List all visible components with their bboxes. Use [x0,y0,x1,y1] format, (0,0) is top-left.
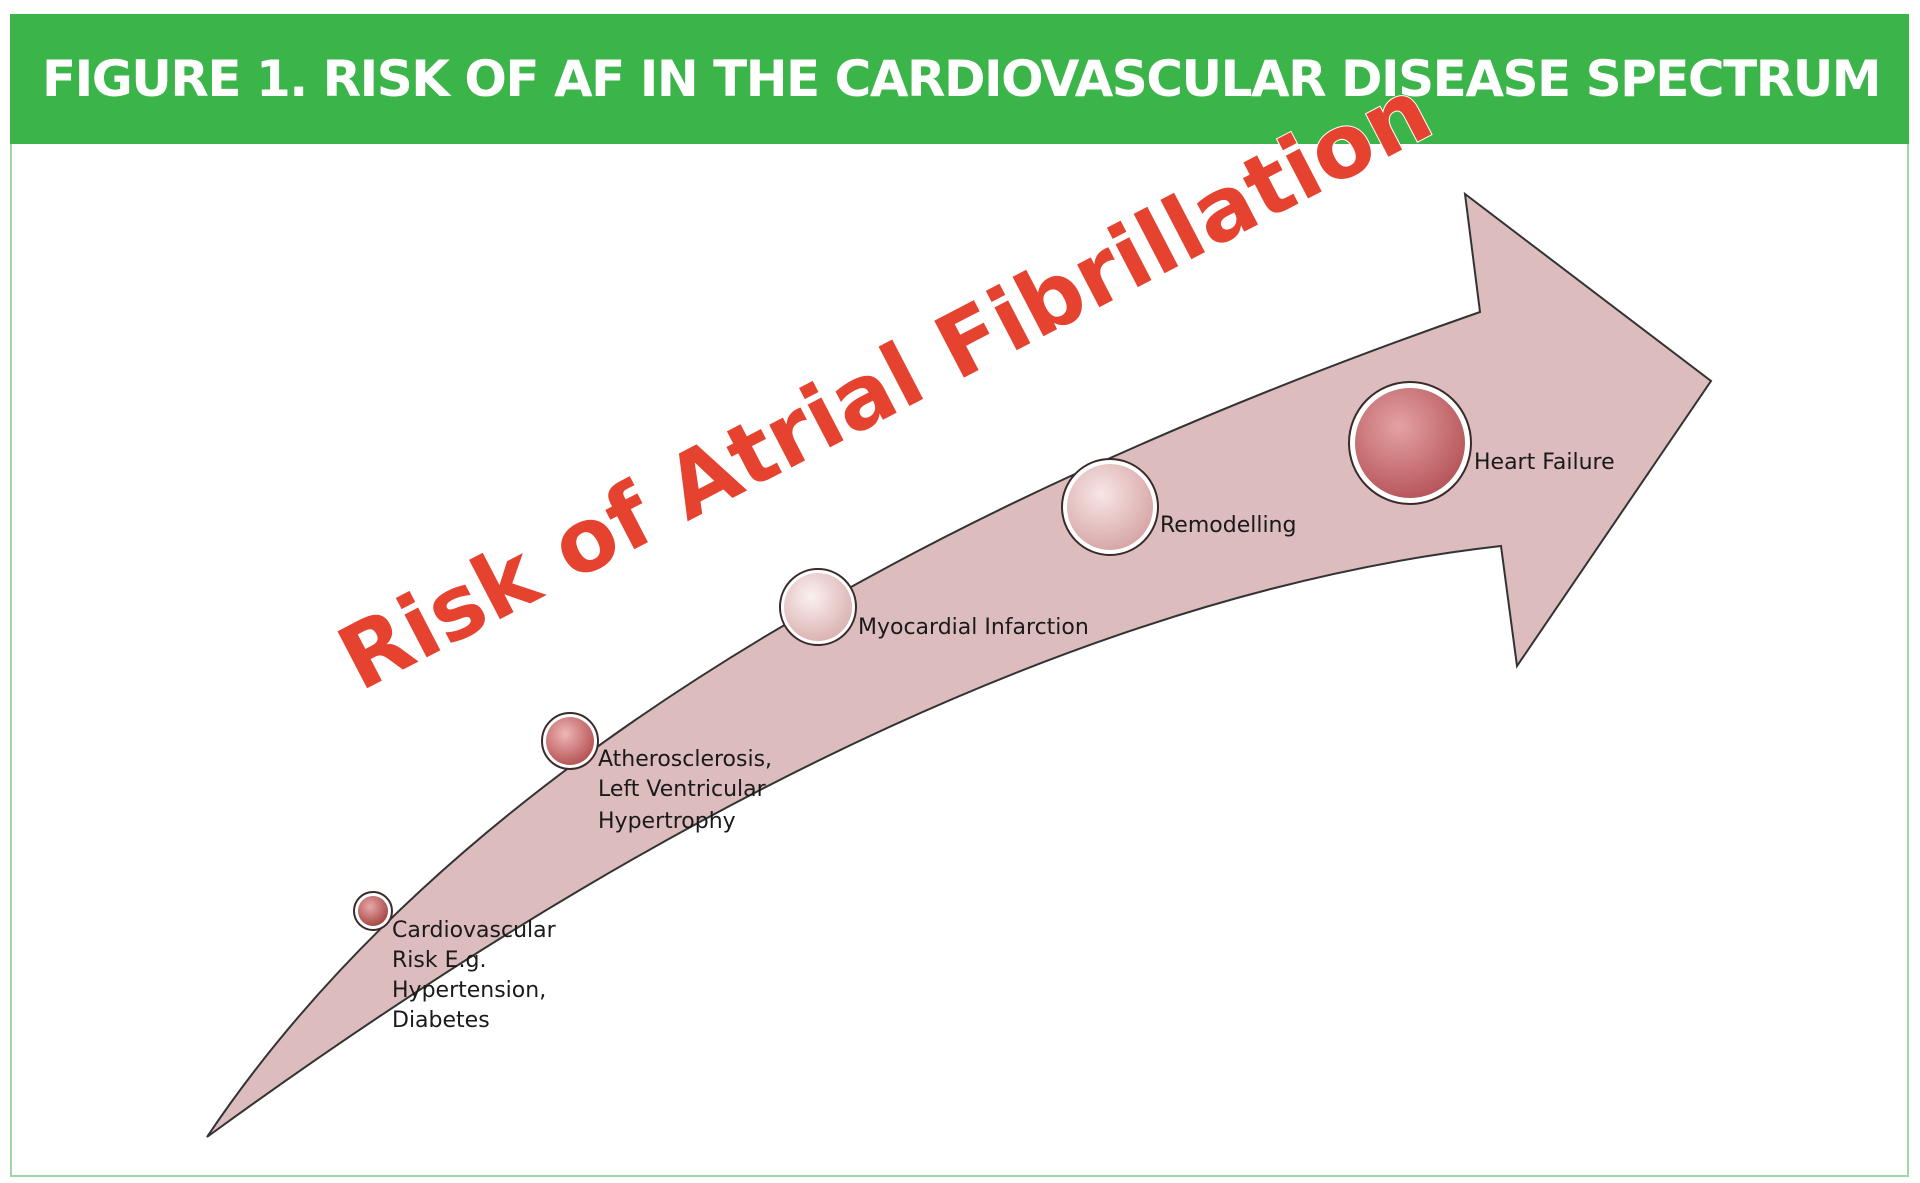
stage-label-1: Cardiovascular Risk E.g. Hypertension, D… [392,918,563,1033]
stage-marker-5 [1348,381,1472,505]
stage-label-3: Myocardial Infarction [858,615,1089,640]
figure-header: FIGURE 1. RISK OF AF IN THE CARDIOVASCUL… [10,14,1909,144]
stage-label-4: Remodelling [1160,513,1296,538]
stage-marker-2 [541,712,599,770]
stage-marker-1 [353,891,393,931]
figure-title: FIGURE 1. RISK OF AF IN THE CARDIOVASCUL… [42,50,1882,108]
stage-label-5: Heart Failure [1474,450,1615,475]
stage-label-2: Atherosclerosis, Left Ventricular Hypert… [598,747,779,834]
stage-marker-4 [1061,458,1159,556]
progression-arrow [206,191,1713,1138]
stage-marker-3 [779,568,857,646]
